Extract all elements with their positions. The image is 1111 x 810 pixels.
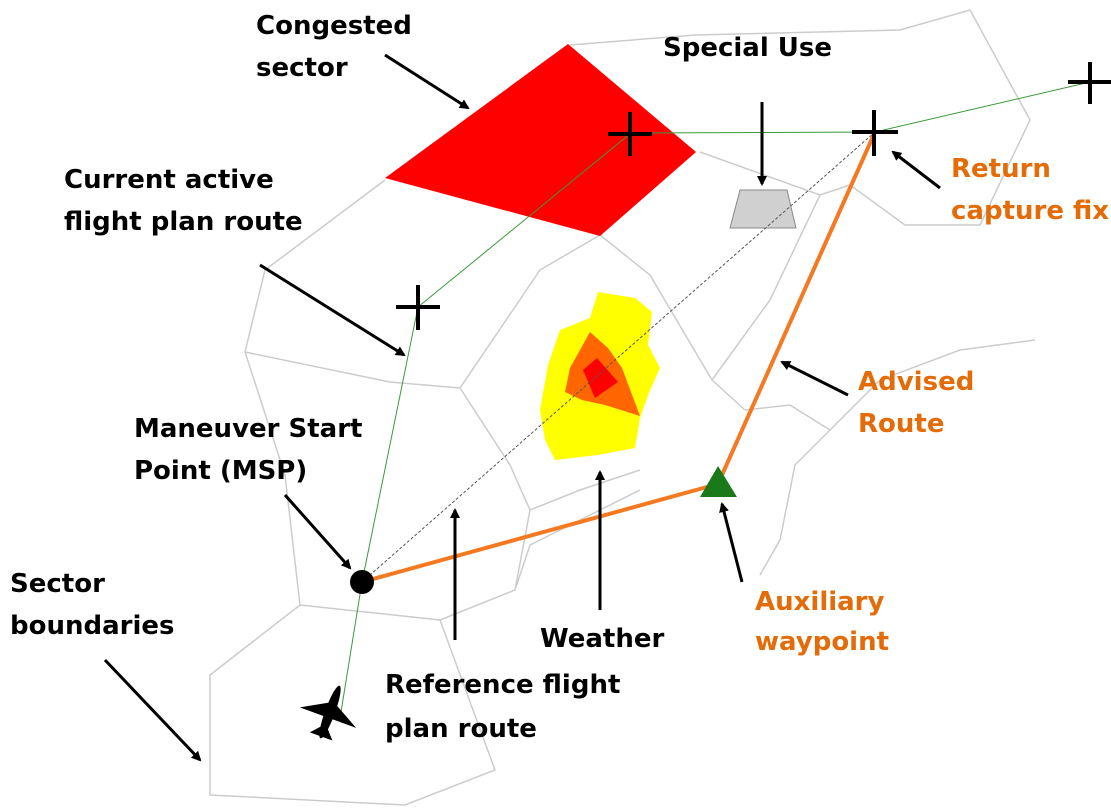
airplane-icon [299, 685, 357, 741]
fix-cross-icon [852, 110, 898, 156]
arrow-auxiliary [719, 502, 744, 583]
fix-cross-icon [396, 285, 440, 330]
label-sector-boundaries-1: Sector [10, 569, 105, 599]
arrow-msp [283, 494, 352, 570]
label-reference-route-1: Reference flight [385, 670, 620, 700]
arrow-advised-route [780, 360, 849, 397]
label-advised-route-2: Route [858, 409, 944, 439]
weather-core [583, 358, 618, 398]
label-current-route-2: flight plan route [64, 207, 303, 237]
sector-line [244, 351, 461, 389]
label-sector-boundaries-2: boundaries [10, 611, 175, 641]
label-msp-1: Maneuver Start [134, 414, 362, 444]
reference-flight-plan-route [361, 131, 876, 583]
sector-line [244, 179, 386, 606]
arrow-current-route [259, 263, 406, 357]
special-use-area [729, 189, 797, 229]
sector-line [514, 489, 641, 591]
sector-line [759, 429, 831, 576]
congested-sector-polygon [385, 44, 696, 236]
fix-cross-icon [1068, 62, 1111, 104]
current-active-flight-plan-route [340, 81, 1091, 713]
arrow-congested [384, 53, 470, 110]
label-weather: Weather [540, 624, 665, 654]
label-msp-2: Point (MSP) [134, 456, 307, 486]
auxiliary-waypoint-triangle-icon [700, 466, 737, 497]
arrow-sector-boundaries [103, 658, 202, 762]
sector-boundaries [209, 9, 1036, 806]
sector-polygon [209, 604, 496, 806]
label-auxiliary-waypoint-1: Auxiliary [755, 587, 885, 617]
sector-line [569, 9, 1031, 226]
fix-cross-icon [608, 112, 652, 156]
label-advised-route-1: Advised [858, 367, 974, 397]
label-return-capture-fix-1: Return [951, 154, 1051, 184]
annotation-arrows [103, 53, 941, 762]
label-auxiliary-waypoint-2: waypoint [755, 627, 889, 657]
weather-cell [540, 292, 660, 460]
label-congested-sector-2: sector [256, 53, 348, 83]
sector-line [599, 234, 746, 411]
label-reference-route-2: plan route [385, 714, 537, 744]
sector-line [459, 234, 601, 389]
sector-line [529, 469, 641, 511]
sector-line [744, 339, 1036, 431]
label-current-route-1: Current active [64, 165, 274, 195]
arrow-return-capture [891, 150, 941, 190]
label-return-capture-fix-2: capture fix [951, 196, 1109, 226]
label-congested-sector-1: Congested [256, 11, 412, 41]
msp-dot-icon [350, 570, 374, 594]
label-special-use: Special Use [663, 33, 832, 63]
sector-line [711, 194, 821, 381]
